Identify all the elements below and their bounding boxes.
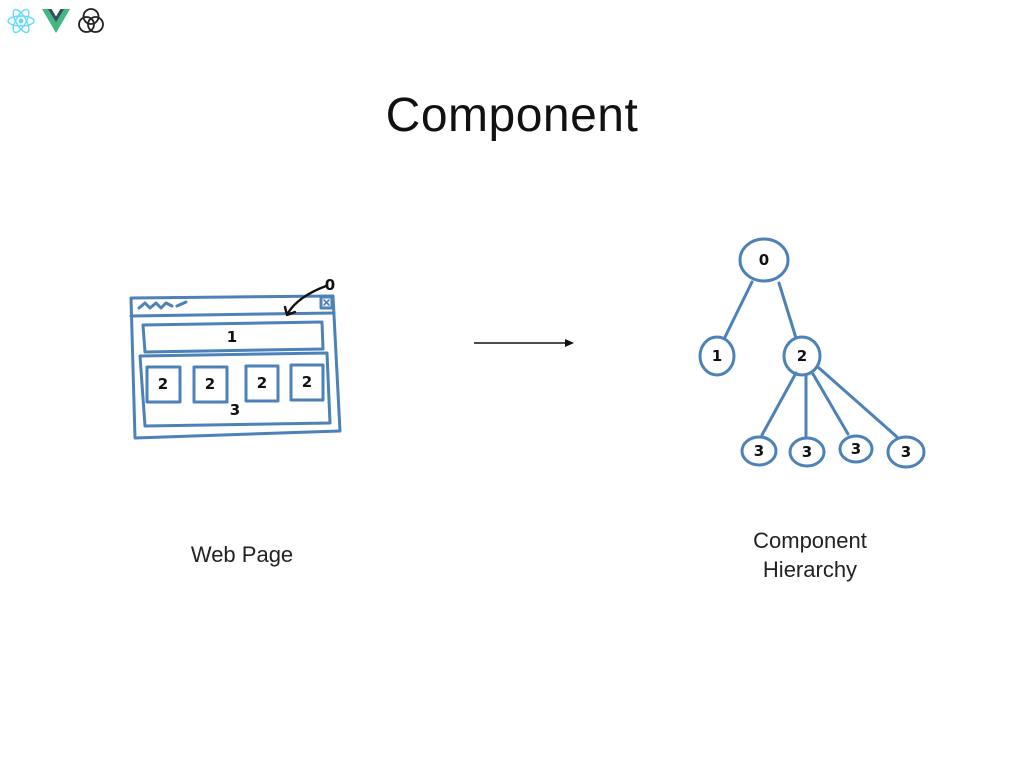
- caption-line: Component: [753, 528, 867, 553]
- slide-title: Component: [385, 89, 639, 142]
- list-label: 3: [230, 401, 240, 419]
- component-tree: 0 1 2 3 3 3 3: [698, 237, 926, 469]
- tree-edge: [817, 366, 899, 439]
- list-container-box: [138, 351, 332, 428]
- tree-node-label: 3: [802, 443, 812, 461]
- list-item-box: [145, 365, 182, 404]
- tree-node-label: 1: [712, 347, 722, 365]
- tree-node-leaf: [886, 435, 926, 469]
- header-box: [141, 320, 325, 354]
- item-label: 2: [158, 375, 168, 393]
- list-item-box: [244, 364, 280, 403]
- react-icon: [6, 6, 36, 36]
- item-label: 2: [205, 375, 215, 393]
- web-page-caption: Web Page: [190, 542, 294, 567]
- root-label: 0: [325, 276, 335, 294]
- caption-line: Hierarchy: [762, 557, 858, 582]
- list-item-box: [192, 365, 229, 404]
- browser-window-frame: [129, 294, 342, 440]
- tree-edge: [723, 280, 754, 339]
- venn-circles-icon: [76, 6, 106, 36]
- web-page-sketch: 0 1 2 2 2 2 3: [129, 276, 342, 440]
- tree-node-label: 0: [759, 251, 769, 269]
- tree-node-right: [782, 335, 822, 377]
- tree-node-label: 3: [901, 443, 911, 461]
- tree-node-label: 3: [754, 442, 764, 460]
- browser-title-bar-line: [129, 311, 336, 318]
- item-label: 2: [302, 373, 312, 391]
- tree-edge: [811, 372, 850, 436]
- tree-node-left: [698, 335, 736, 377]
- item-label: 2: [257, 374, 267, 392]
- close-box-icon: [319, 295, 334, 310]
- transform-arrow: [474, 339, 574, 347]
- tree-node-leaf: [740, 435, 778, 467]
- pointer-arrow: [286, 284, 328, 315]
- tree-node-leaf: [788, 436, 826, 468]
- tree-node-leaf: [838, 434, 874, 464]
- vue-icon: [42, 8, 70, 34]
- header-label: 1: [227, 328, 237, 346]
- tree-edge: [760, 371, 798, 437]
- logo-row: [6, 6, 106, 36]
- tree-edge: [777, 281, 798, 340]
- tree-node-label: 2: [797, 347, 807, 365]
- title-bar-scribble: [137, 300, 188, 310]
- tree-node-root: [738, 237, 790, 283]
- list-item-box: [289, 363, 325, 402]
- tree-node-label: 3: [851, 440, 861, 458]
- component-hierarchy-caption: Component Hierarchy: [710, 526, 910, 584]
